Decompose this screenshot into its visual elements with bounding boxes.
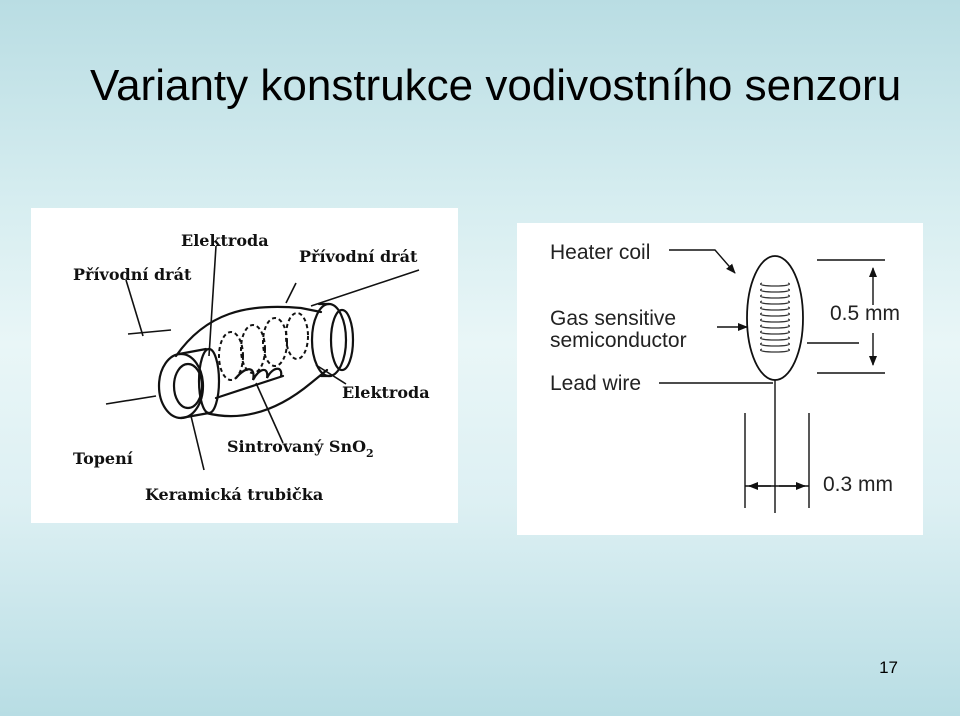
bead-sensor-diagram: Heater coil Gas sensitive semiconductor …	[517, 223, 923, 535]
tube-sensor-drawing: Elektroda Přívodní drát Přívodní drát El…	[73, 231, 430, 504]
label-sintrovany-subscript: 2	[366, 447, 374, 460]
label-semiconductor: semiconductor	[550, 329, 687, 352]
label-sintrovany-text: Sintrovaný SnO	[227, 437, 366, 456]
label-elektroda-right: Elektroda	[342, 383, 430, 402]
bead-sensor-drawing: Heater coil Gas sensitive semiconductor …	[550, 241, 900, 513]
tube-body	[157, 302, 355, 420]
semiconductor-bead	[746, 255, 804, 381]
slide-title: Varianty konstrukce vodivostního senzoru	[90, 61, 902, 110]
height-dimension	[807, 259, 885, 374]
label-dimension-width: 0.3 mm	[823, 473, 893, 496]
label-privodni-drat-right: Přívodní drát	[299, 247, 418, 266]
label-elektroda-top: Elektroda	[181, 231, 269, 250]
sintered-electrode-loops	[218, 312, 309, 381]
label-dimension-height: 0.5 mm	[830, 302, 900, 325]
label-sintrovany-sno2: Sintrovaný SnO2	[227, 437, 374, 460]
label-heater-coil: Heater coil	[550, 241, 650, 264]
label-lead-wire: Lead wire	[550, 372, 641, 395]
tube-sensor-diagram: Elektroda Přívodní drát Přívodní drát El…	[31, 208, 458, 523]
label-topeni: Topení	[73, 449, 133, 468]
page-number: 17	[879, 658, 898, 677]
label-privodni-drat-left: Přívodní drát	[73, 265, 192, 284]
pointer-lines	[659, 249, 773, 384]
heater-coil-windings	[759, 282, 791, 353]
label-gas-sensitive: Gas sensitive	[550, 307, 676, 330]
lead-wires	[744, 380, 810, 513]
leader-lines	[105, 245, 420, 471]
label-keramicka-trubicka: Keramická trubička	[145, 485, 323, 504]
